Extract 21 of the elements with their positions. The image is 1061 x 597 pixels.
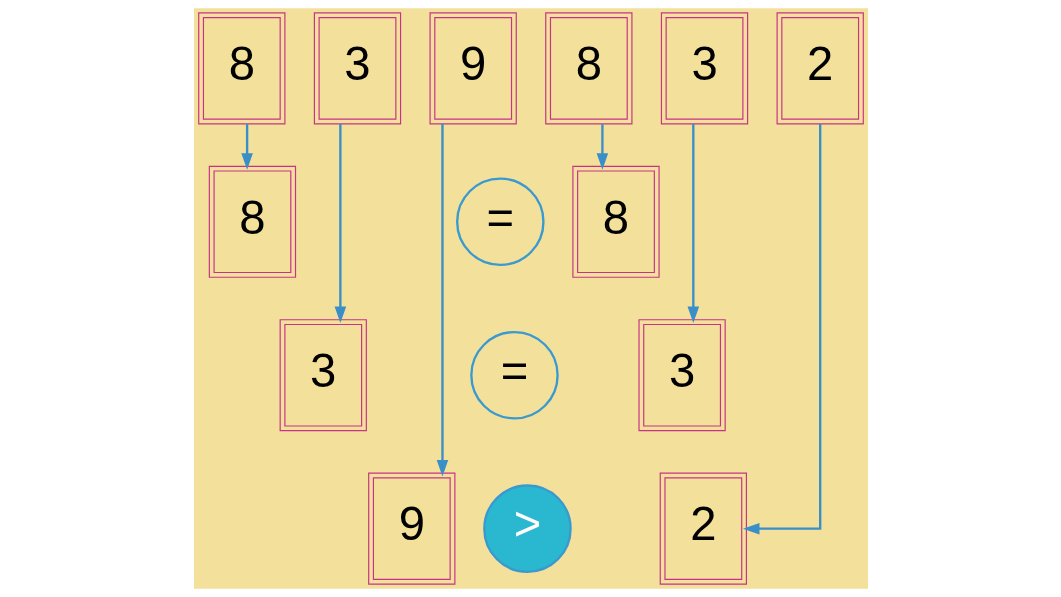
- node-box: 3: [279, 319, 367, 432]
- node-box: 8: [544, 12, 632, 125]
- node-box: 3: [660, 12, 748, 125]
- arrow: [334, 123, 346, 324]
- node-circle: =: [455, 177, 545, 267]
- node-circle: >: [482, 484, 572, 573]
- node-box: 9: [429, 12, 517, 125]
- arrow: [742, 123, 821, 535]
- node-box: 3: [313, 12, 401, 125]
- node-circle: =: [469, 330, 559, 420]
- node-box: 8: [571, 165, 660, 278]
- node-box: 8: [197, 12, 285, 125]
- arrow: [240, 124, 253, 170]
- node-box: 2: [776, 12, 864, 125]
- node-box: 3: [637, 319, 726, 432]
- arrow: [436, 123, 448, 477]
- node-box: 8: [208, 165, 296, 278]
- node-box: 9: [367, 472, 455, 585]
- node-box: 2: [659, 472, 747, 585]
- arrow: [596, 124, 608, 170]
- arrow: [687, 123, 699, 324]
